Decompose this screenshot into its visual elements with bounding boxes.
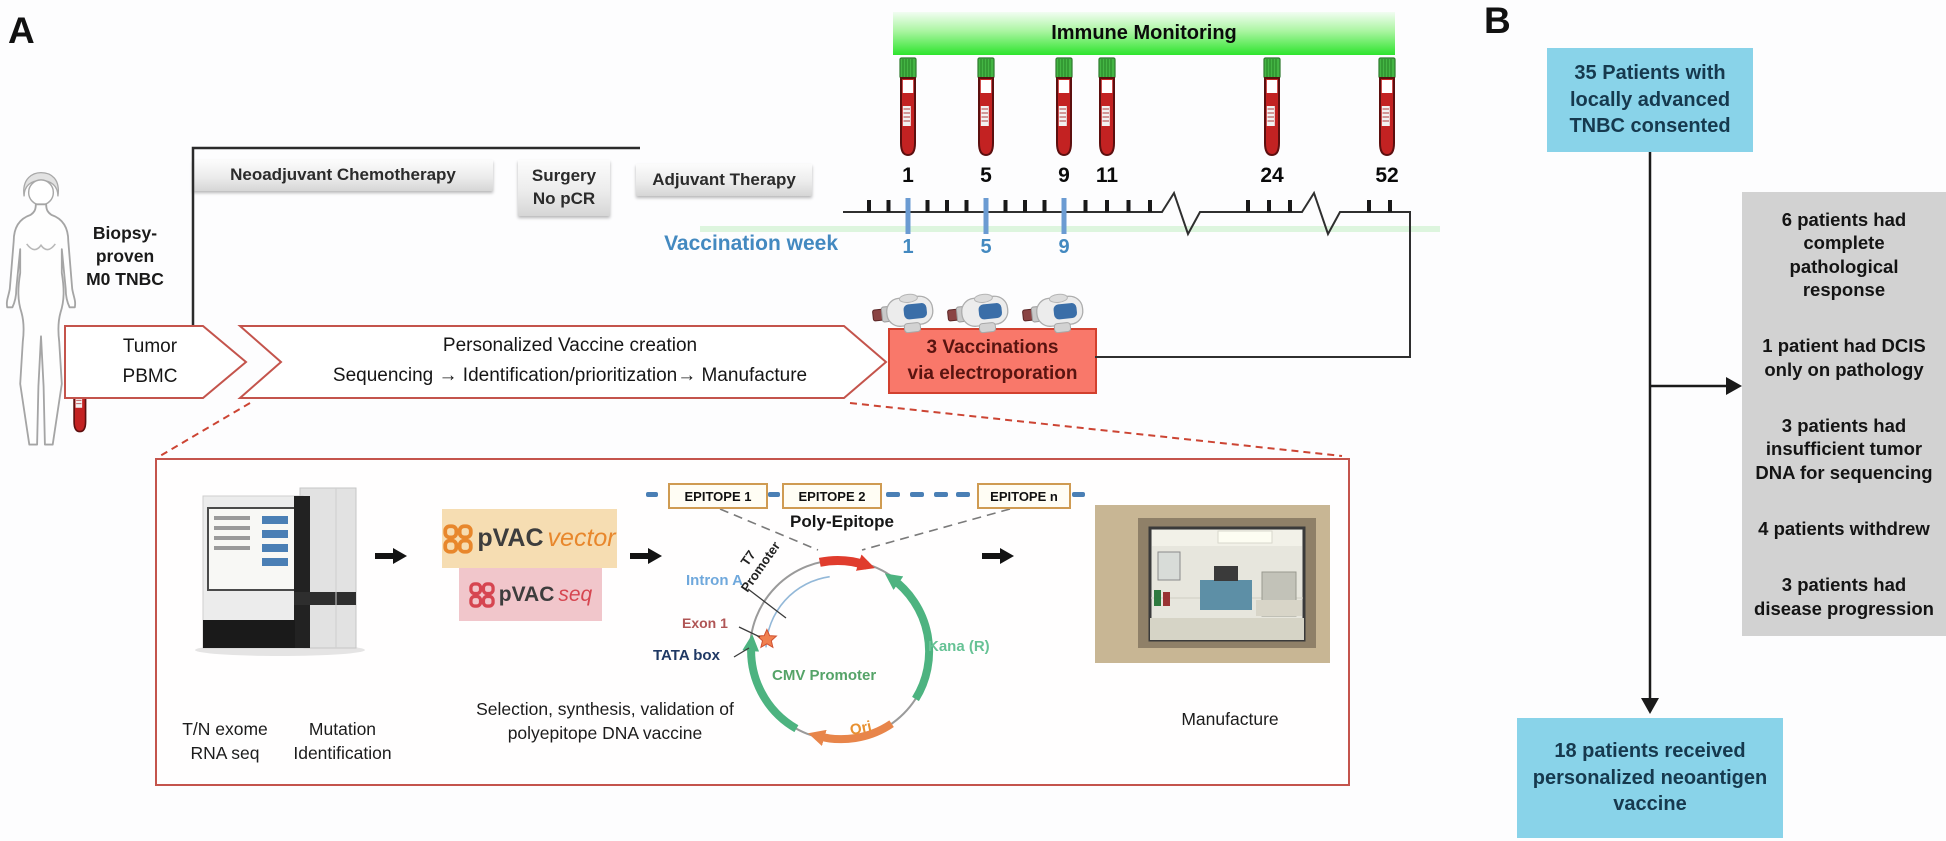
exclusion-item: 6 patients had complete pathological res…	[1781, 209, 1907, 301]
blood-tube-icon	[1098, 57, 1116, 156]
epitope-dash	[1072, 492, 1085, 497]
epitope-dash	[646, 492, 658, 497]
vaccination-week-number: 1	[902, 236, 914, 258]
step-exome-label: T/N exome RNA seq	[182, 719, 268, 763]
panel-a-label: A	[8, 10, 35, 51]
exclusion-item: 3 patients had disease progression	[1754, 574, 1934, 619]
blood-week-number: 5	[980, 164, 992, 187]
exclusion-item: 3 patients had insufficient tumor DNA fo…	[1755, 415, 1933, 483]
panel-b-label: B	[1484, 0, 1511, 41]
workflow-arrow-icon	[982, 548, 1014, 564]
plasmid-intron-a-label: Intron A	[686, 572, 743, 589]
blood-week-number: 9	[1058, 164, 1070, 187]
electroporation-device-icon	[1020, 291, 1086, 337]
vaccination-week-label: Vaccination week	[664, 232, 838, 255]
epitope-dash	[956, 492, 970, 497]
vaccination-week-number: 9	[1058, 236, 1070, 258]
plasmid-tata-box-label: TATA box	[653, 647, 720, 664]
epitope-dash	[910, 492, 924, 497]
pvac-seq-clover-icon	[469, 581, 495, 608]
flowchart-connectors	[1641, 152, 1742, 714]
tumor-pbmc-label: Tumor PBMC	[122, 335, 178, 387]
vaccination-week-number: 5	[980, 236, 992, 258]
pvac-vector-clover-icon	[443, 523, 474, 554]
zoom-connector-dashes	[159, 402, 1343, 457]
vaccination-week-ticks	[905, 198, 1067, 234]
exclusion-item: 4 patients withdrew	[1758, 518, 1930, 539]
step-manufacture-label: Manufacture	[1181, 709, 1279, 729]
plasmid-exon-1-label: Exon 1	[682, 615, 728, 631]
blood-week-number: 11	[1095, 164, 1119, 187]
immune-monitoring-bar: Immune Monitoring	[893, 12, 1395, 55]
electroporation-device-icon	[870, 291, 936, 337]
epitope-box-2: EPITOPE 2	[782, 483, 882, 509]
vaccine-creation-line1: Personalized Vaccine creation	[442, 335, 698, 356]
phase-bar-adjuvant-therapy: Adjuvant Therapy	[636, 164, 812, 196]
vaccinations-electroporation-box: 3 Vaccinations via electroporation	[888, 328, 1097, 394]
epitope-box-n: EPITOPE n	[977, 483, 1071, 509]
phase-bar-neoadjuvant-chemotherapy: Neoadjuvant Chemotherapy	[193, 160, 493, 191]
blood-tube-icon	[977, 57, 995, 156]
workflow-arrow-icon	[375, 548, 407, 564]
blood-tube-icon	[1055, 57, 1073, 156]
epitope-dash	[886, 492, 900, 497]
workflow-arrow-icon	[630, 548, 662, 564]
cleanroom-photo	[1095, 505, 1330, 663]
pvac-vector-prefix: pVAC	[477, 524, 544, 552]
phase-bar-surgery-no-pcr: Surgery No pCR	[518, 160, 610, 216]
plasmid-kana-label: Kana (R)	[928, 638, 990, 655]
epitope-dash	[768, 492, 780, 497]
poly-epitope-label: Poly-Epitope	[790, 512, 894, 531]
pvac-seq-prefix: pVAC	[498, 582, 555, 606]
green-band-decoration	[700, 226, 1440, 232]
vaccine-creation-arrow	[237, 325, 888, 399]
dna-sequencer-icon	[195, 487, 365, 656]
step-selection-label: Selection, synthesis, validation of poly…	[476, 699, 734, 743]
blood-tube-icon	[1378, 57, 1396, 156]
pvac-vector-suffix: vector	[547, 524, 616, 552]
exclusion-item: 1 patient had DCIS only on pathology	[1762, 335, 1926, 380]
blood-week-number: 52	[1375, 164, 1399, 187]
blood-week-number: 1	[902, 164, 914, 187]
epitope-box-1: EPITOPE 1	[668, 483, 768, 509]
timeline-ticks	[867, 200, 1392, 212]
blood-week-number: 24	[1260, 164, 1284, 187]
electroporation-device-icon	[945, 291, 1011, 337]
blood-tube-icon	[1263, 57, 1281, 156]
patient-figure-icon	[5, 171, 77, 446]
treatment-frame-line	[191, 146, 640, 326]
plasmid-cmv-promoter-label: CMV Promoter	[772, 667, 877, 684]
patient-label: Biopsy- proven M0 TNBC	[86, 223, 164, 289]
step-mutation-label: Mutation Identification	[293, 719, 392, 763]
consented-patients-box: 35 Patients with locally advanced TNBC c…	[1547, 48, 1753, 152]
timeline-axis	[843, 190, 1411, 358]
tumor-pbmc-arrow	[64, 325, 248, 399]
epitope-dash	[934, 492, 948, 497]
pvac-seq-suffix: seq	[558, 582, 593, 606]
epitope-converge-dashes	[719, 508, 1011, 551]
blood-tube-icon	[899, 57, 917, 156]
exclusions-box: 6 patients had complete pathological res…	[1742, 192, 1946, 636]
vaccinated-patients-box: 18 patients received personalized neoant…	[1517, 718, 1783, 838]
plasmid-map-icon	[733, 554, 934, 746]
vaccine-creation-line2: Sequencing → Identification/prioritizati…	[332, 365, 808, 387]
